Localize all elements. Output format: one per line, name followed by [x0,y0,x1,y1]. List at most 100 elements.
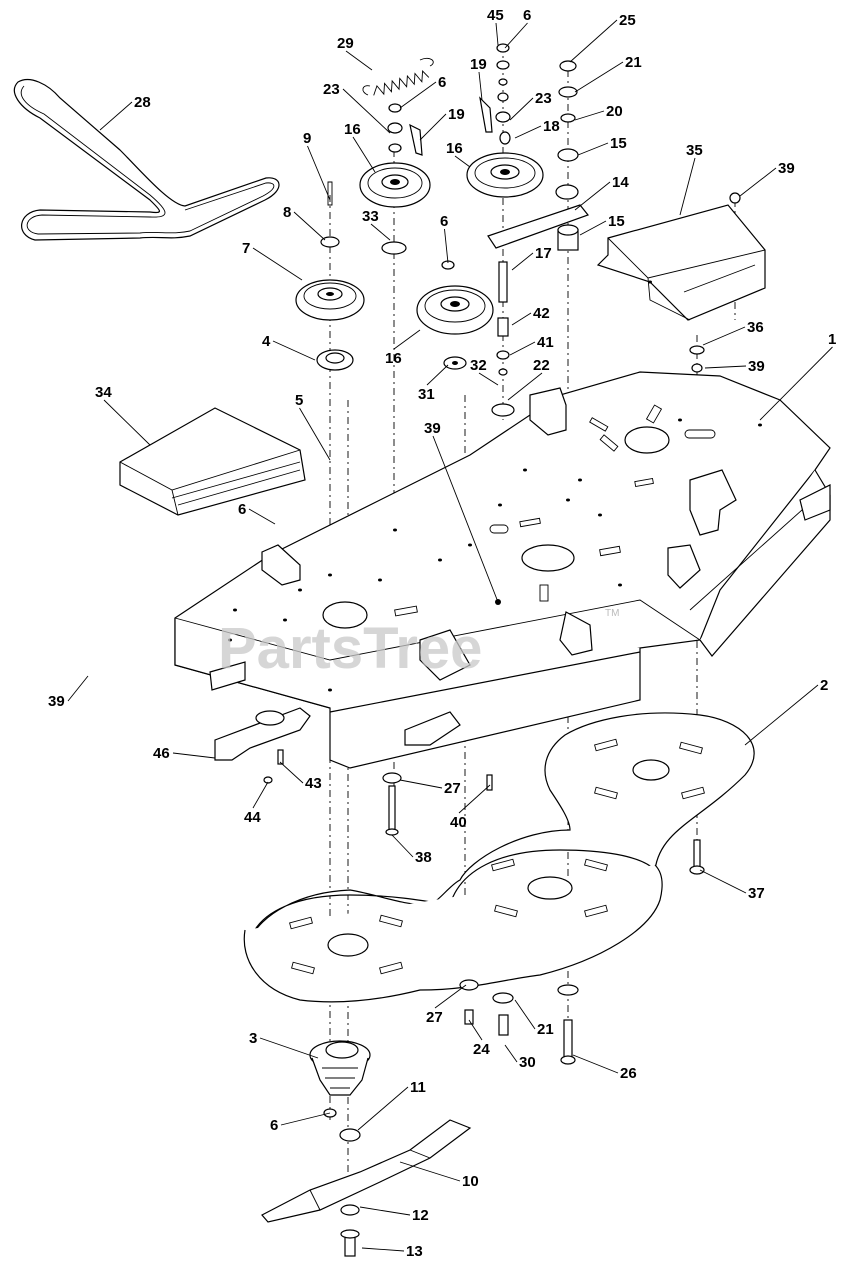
leader-line [679,157,696,216]
callout-label: 18 [543,118,560,135]
spindle-pulley[interactable] [295,279,365,321]
callout-33: 33 [362,208,391,241]
bearing[interactable] [316,349,354,371]
callout-32: 32 [470,357,499,386]
idler-pulley-upper-right[interactable] [466,152,544,198]
leader-line [702,326,746,346]
callout-label: 33 [362,208,379,225]
mower-deck[interactable] [174,371,831,769]
leader-line [432,435,499,603]
leader-line [579,220,607,236]
callout-label: 28 [134,94,151,111]
callout-label: 39 [778,160,795,177]
blade-assembly[interactable] [261,1119,472,1257]
leader-line [744,684,819,746]
callout-44: 44 [244,781,269,826]
callout-label: 16 [344,121,361,138]
leader-line [103,399,151,446]
callout-label: 25 [619,12,636,29]
callout-45: 45 [487,7,504,46]
idler-spring[interactable] [362,57,434,97]
callout-label: 36 [747,319,764,336]
callout-label: 19 [448,106,465,123]
callout-41: 41 [509,334,554,356]
callout-label: 6 [438,74,446,91]
callout-26: 26 [572,1054,637,1082]
leader-line [299,407,331,461]
leader-line [393,329,421,350]
drive-belt[interactable] [13,78,280,241]
belt-cover-left[interactable] [119,407,306,516]
belt-cover-right[interactable] [596,204,766,321]
callout-label: 16 [385,350,402,367]
leader-line [509,97,534,121]
leader-line [419,113,447,141]
callout-18: 18 [514,118,560,139]
leader-line [514,125,542,139]
callout-label: 20 [606,103,623,120]
callout-40: 40 [450,784,491,831]
callout-20: 20 [574,103,623,121]
watermark-text: PartsTree [218,616,482,681]
callout-label: 21 [537,1021,554,1038]
lower-bolts[interactable] [382,772,705,1065]
mounting-bracket[interactable] [214,707,311,784]
callout-7: 7 [242,240,303,281]
right-cover-hardware[interactable] [689,192,741,373]
callout-8: 8 [283,204,326,241]
callout-label: 4 [262,333,271,350]
callout-label: 16 [446,140,463,157]
callout-6: 6 [440,213,449,264]
callout-label: 39 [748,358,765,375]
callout-label: 5 [295,392,303,409]
callout-label: 19 [470,56,487,73]
callout-19: 19 [419,106,465,141]
callout-label: 46 [153,745,170,762]
leader-line [444,228,449,264]
callout-16: 16 [344,121,376,173]
leader-line [478,372,499,386]
leader-line [399,1161,461,1182]
leader-line [699,869,747,894]
spindle-assembly[interactable] [309,1040,371,1118]
spacer-washers[interactable] [320,181,407,255]
callout-label: 34 [95,384,112,401]
idler-arm-hardware[interactable] [443,261,515,417]
leader-line [574,61,624,93]
callout-label: 37 [748,885,765,902]
callout-31: 31 [418,364,449,403]
leader-line [478,71,483,101]
partstree-watermark: PartsTree TM [218,608,619,681]
idler-pulley-lower[interactable] [416,285,494,335]
callout-9: 9 [303,130,331,201]
callout-label: 27 [444,780,461,797]
leader-line [345,50,373,71]
leader-line [248,508,276,525]
leader-line [704,365,747,369]
watermark-trademark: TM [605,608,619,619]
callout-22: 22 [507,357,550,401]
upper-hardware-stack[interactable] [387,43,511,156]
callout-6: 6 [270,1112,331,1134]
callout-label: 29 [337,35,354,52]
callout-label: 10 [462,1173,479,1190]
callout-label: 43 [305,775,322,792]
leader-line [458,784,491,814]
idler-pulley-upper-left[interactable] [359,162,431,208]
callout-39: 39 [48,675,89,710]
callout-13: 13 [361,1243,423,1260]
leader-line [342,88,391,134]
callout-label: 32 [470,357,487,374]
baffle-plate[interactable] [243,712,755,1003]
callout-label: 35 [686,142,703,159]
callout-35: 35 [679,142,703,216]
leader-line [434,984,467,1009]
leader-line [370,223,391,241]
callout-label: 27 [426,1009,443,1026]
right-hardware-stack[interactable] [487,60,589,251]
leader-line [259,1037,319,1059]
leader-line [569,19,618,63]
callout-label: 12 [412,1207,429,1224]
callout-14: 14 [574,174,629,211]
